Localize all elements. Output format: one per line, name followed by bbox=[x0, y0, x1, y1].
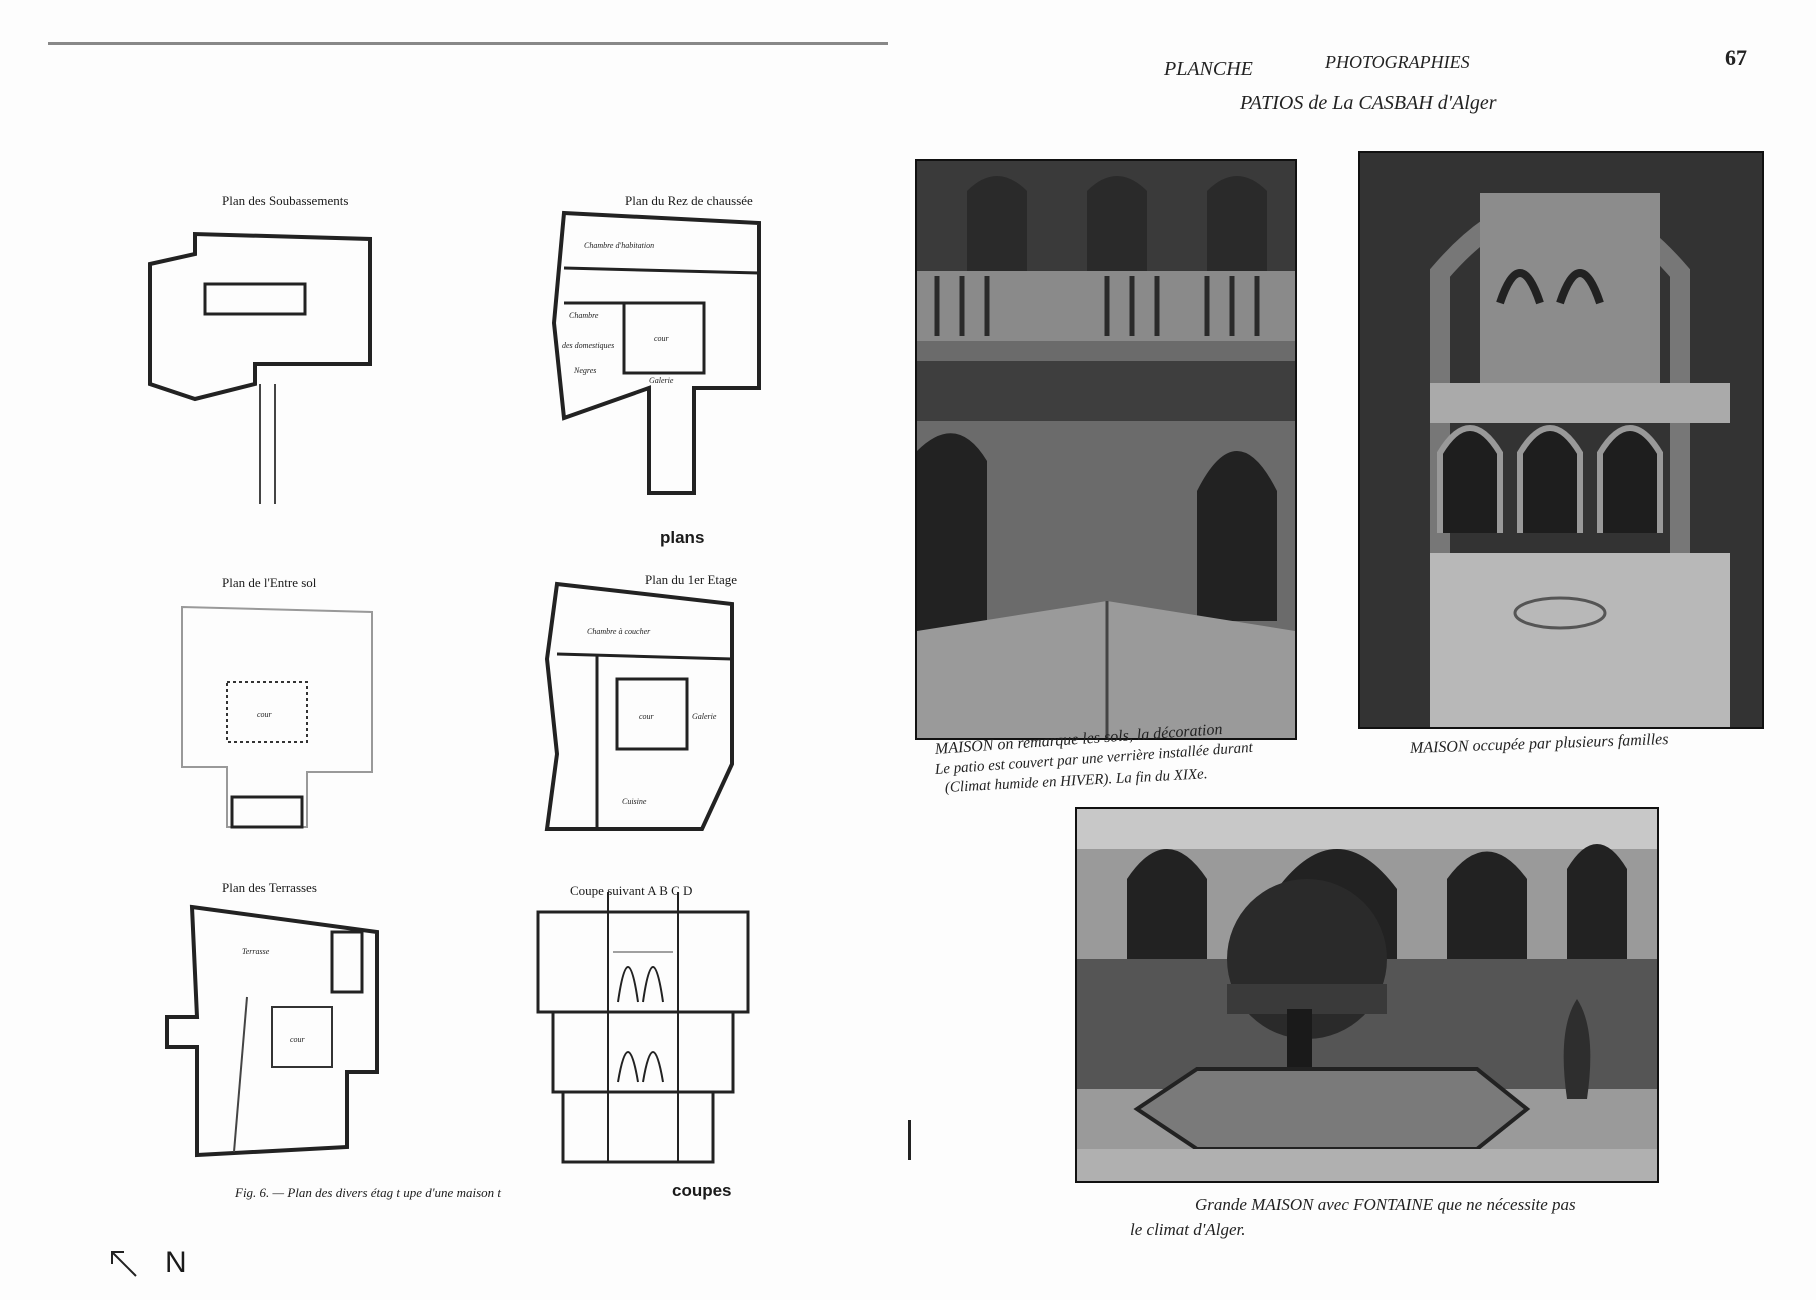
room-label: cour bbox=[290, 1035, 306, 1044]
scan-mark bbox=[908, 1120, 911, 1160]
plan-terrasses-drawing: Terrasse cour bbox=[165, 904, 379, 1158]
room-label: Terrasse bbox=[242, 947, 270, 956]
room-label: Negres bbox=[573, 366, 596, 375]
room-label: cour bbox=[639, 712, 655, 721]
plan-premier-etage-drawing: Chambre à coucher cour Cuisine Galerie bbox=[544, 581, 734, 831]
north-arrow-icon bbox=[111, 1251, 137, 1277]
page-number: 67 bbox=[1725, 45, 1747, 70]
plan-title-coupe: Coupe suivant A B C D bbox=[570, 883, 693, 898]
room-label: Chambre à coucher bbox=[587, 627, 651, 636]
room-label: Galerie bbox=[692, 712, 717, 721]
caption-photo3-line2: le climat d'Alger. bbox=[1130, 1220, 1246, 1239]
room-label: des domestiques bbox=[562, 341, 614, 350]
header-patios: PATIOS de La CASBAH d'Alger bbox=[1240, 92, 1497, 114]
plan-title-entre-sol: Plan de l'Entre sol bbox=[222, 575, 317, 590]
room-label: Chambre d'habitation bbox=[584, 241, 654, 250]
plan-entre-sol-drawing: cour bbox=[181, 605, 373, 829]
plan-rez-de-chaussee-drawing: Chambre d'habitation Chambre des domesti… bbox=[551, 210, 761, 495]
north-label: N bbox=[165, 1246, 187, 1279]
figure-caption: Fig. 6. — Plan des divers étag t upe d'u… bbox=[235, 1185, 501, 1200]
caption-photo2: MAISON occupée par plusieurs familles bbox=[1409, 730, 1669, 757]
plan-title-rez-de-chaussee: Plan du Rez de chaussée bbox=[625, 193, 753, 208]
room-label: cour bbox=[654, 334, 670, 343]
photo-patio-arches bbox=[1358, 151, 1764, 729]
caption-photo3-line1: Grande MAISON avec FONTAINE que ne néces… bbox=[1195, 1195, 1576, 1214]
plan-title-terrasses: Plan des Terrasses bbox=[222, 880, 317, 895]
plan-title-premier-etage: Plan du 1er Etage bbox=[645, 572, 738, 587]
coupe-drawing bbox=[536, 892, 750, 1164]
label-coupes: coupes bbox=[672, 1181, 732, 1200]
plan-soubassements-drawing bbox=[148, 231, 372, 504]
photo-patio-fountain bbox=[1075, 807, 1659, 1183]
room-label: Galerie bbox=[649, 376, 674, 385]
header-photographies: PHOTOGRAPHIES bbox=[1325, 52, 1470, 72]
room-label: Chambre bbox=[569, 311, 599, 320]
photo-patio-gallery bbox=[915, 159, 1297, 740]
scan-top-rule bbox=[48, 42, 888, 45]
room-label: cour bbox=[257, 710, 273, 719]
room-label: Cuisine bbox=[622, 797, 647, 806]
header-planche: PLANCHE bbox=[1164, 58, 1253, 80]
label-plans: plans bbox=[660, 528, 705, 547]
plan-title-soubassements: Plan des Soubassements bbox=[222, 193, 349, 208]
